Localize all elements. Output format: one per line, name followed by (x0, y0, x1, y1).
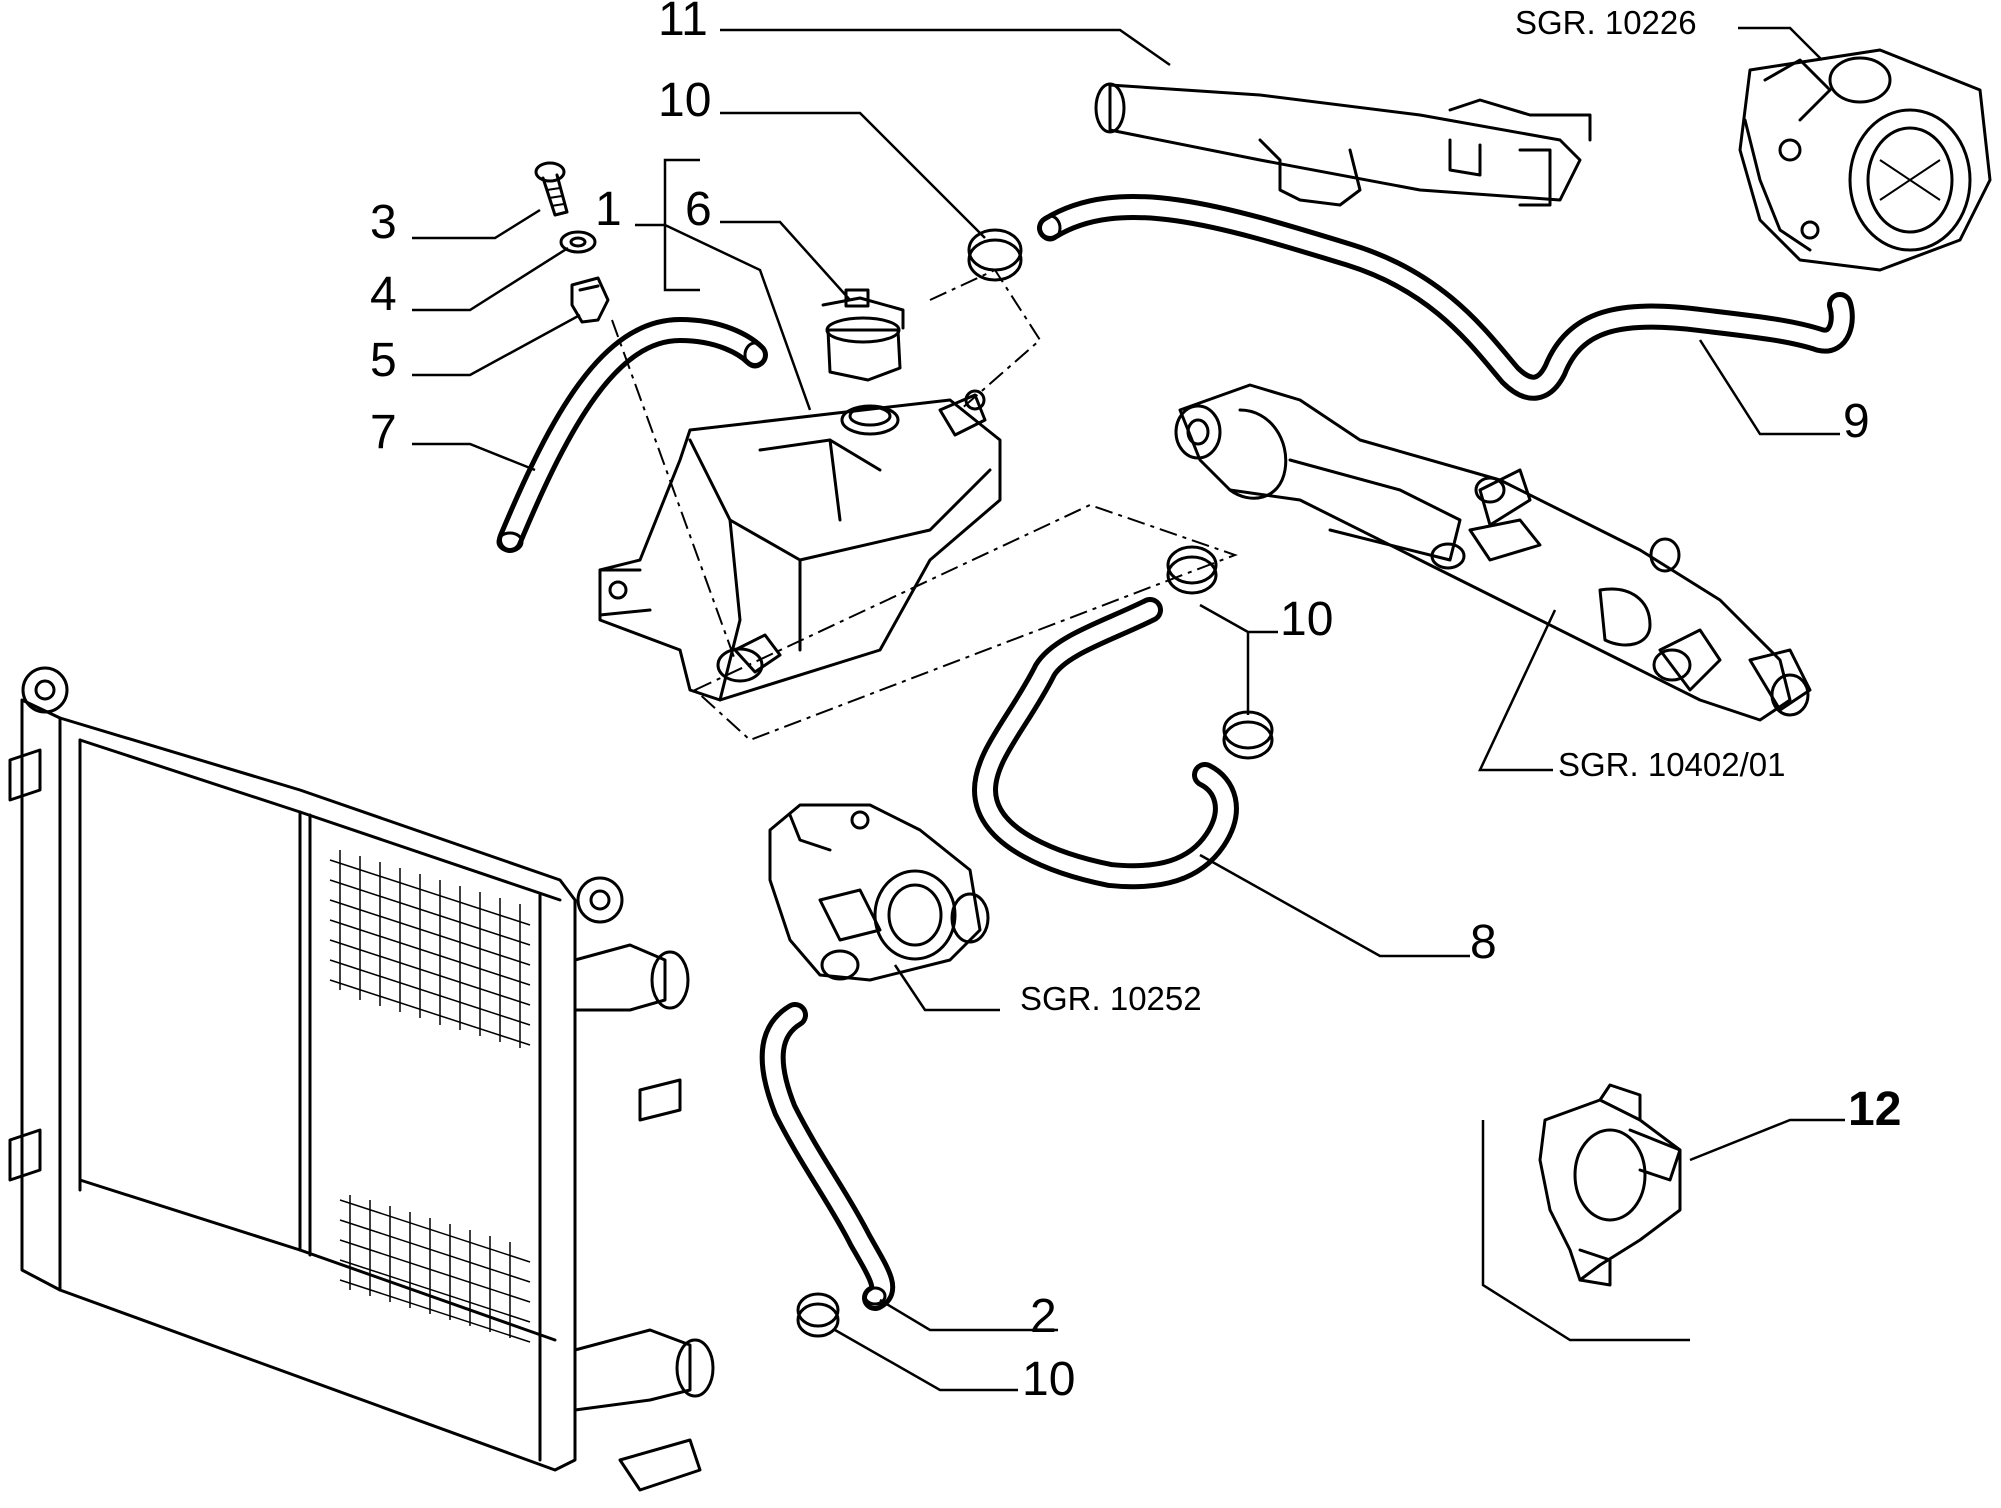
callout-10-lower: 10 (1022, 1353, 1075, 1406)
callout-3: 3 (370, 196, 397, 249)
screw (534, 161, 569, 217)
assembly-line-screw (611, 319, 736, 661)
callout-10-upper: 10 (658, 74, 711, 127)
pipe-11 (1094, 82, 1592, 207)
pipe-clip (1538, 1083, 1682, 1287)
ref-water-manifold: SGR. 10402/01 (1558, 746, 1786, 783)
callout-5: 5 (370, 334, 397, 387)
radiator-core-grid-lower (339, 1195, 531, 1343)
callout-6: 6 (685, 183, 712, 236)
throttle-body (1738, 48, 1992, 272)
callout-11: 11 (658, 0, 708, 46)
hose-clamp-middle (1166, 545, 1218, 595)
assembly-line-cap (929, 268, 1042, 411)
ref-water-pump: SGR. 10252 (1020, 980, 1202, 1017)
radiator-core-grid-upper (329, 850, 531, 1048)
leader-lines (412, 26, 1845, 1392)
callout-2: 2 (1030, 1290, 1057, 1343)
water-pump (768, 803, 990, 982)
callout-8: 8 (1470, 916, 1497, 969)
hose-clamp-upper (967, 228, 1023, 282)
ref-throttle-body: SGR. 10226 (1515, 4, 1697, 41)
callout-12: 12 (1848, 1083, 1901, 1136)
hose-clamp-lower (796, 1292, 840, 1338)
callout-10-middle: 10 (1280, 593, 1333, 646)
washer (559, 230, 597, 254)
filler-cap (821, 288, 905, 382)
assembly-line-outlet (693, 503, 1238, 742)
bracket-item-1 (635, 158, 700, 292)
hose-clamp-right (1222, 710, 1274, 760)
hose-7 (496, 317, 768, 553)
expansion-tank (598, 389, 1002, 702)
radiator (8, 666, 715, 1492)
grommet (570, 276, 610, 324)
callout-4: 4 (370, 268, 397, 321)
hose-2 (759, 1002, 896, 1311)
hose-9 (1037, 194, 1855, 401)
callout-1: 1 (595, 183, 622, 236)
water-manifold (1174, 383, 1812, 722)
callout-7: 7 (370, 406, 397, 459)
hose-8 (972, 597, 1239, 890)
callout-9: 9 (1843, 395, 1870, 448)
